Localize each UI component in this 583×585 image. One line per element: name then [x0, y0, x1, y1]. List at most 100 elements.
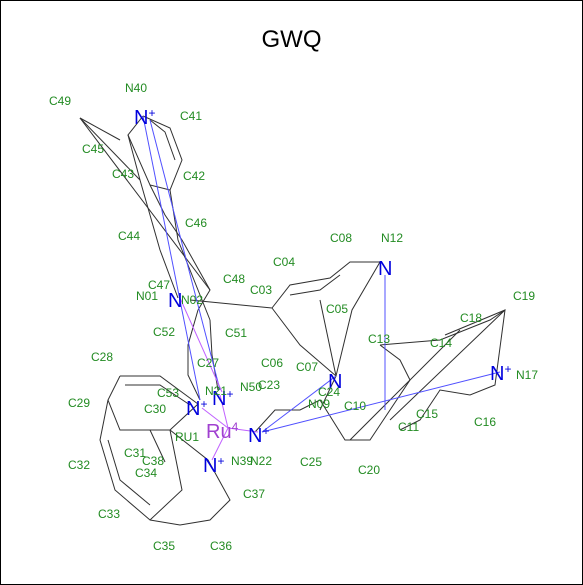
coordination-bonds — [142, 115, 501, 461]
nitrogen-n12: N — [378, 258, 392, 280]
diagram-title: GWQ — [261, 26, 322, 53]
atom-label-c08: C08 — [330, 231, 352, 245]
atom-label-c47: C47 — [148, 278, 170, 292]
coord-ru-n30 — [201, 407, 229, 429]
coord-n40-n50 — [149, 119, 221, 391]
atom-label-c28: C28 — [91, 350, 113, 364]
coord-n09-n22 — [261, 375, 337, 433]
bonds — [79, 115, 506, 526]
bond-c31-c38 — [149, 429, 166, 463]
atom-label-c27: C27 — [197, 356, 219, 370]
bond-c49-c48 — [79, 117, 211, 291]
atom-label-c33: C33 — [98, 507, 120, 521]
atom-label-n02: N02 — [181, 293, 203, 307]
bond-c14-c10 — [349, 329, 461, 441]
coord-n01-n50 — [179, 297, 223, 393]
atom-label-c48: C48 — [223, 272, 245, 286]
bond-chain-mid — [149, 184, 211, 311]
atom-label-c41: C41 — [180, 109, 202, 123]
atom-label-c45: C45 — [82, 142, 104, 156]
atom-label-c25: C25 — [300, 455, 322, 469]
atom-label-c30: C30 — [144, 402, 166, 416]
bond-c25-c07 — [319, 375, 337, 411]
atom-label-c34: C34 — [135, 466, 157, 480]
bond-ring-mid-inner — [289, 274, 341, 296]
atom-label-c04: C04 — [273, 255, 295, 269]
atom-label-c49: C49 — [49, 94, 71, 108]
atom-label-n22: N22 — [250, 454, 272, 468]
bond-phen-inner — [107, 439, 151, 506]
coord-n17-n22 — [261, 371, 501, 433]
atom-label-c13: C13 — [368, 332, 390, 346]
atom-label-c16: C16 — [474, 415, 496, 429]
metal-label: Ru4 — [206, 420, 239, 443]
bond-chain-left — [127, 134, 179, 299]
atom-label-n50: N50 — [240, 380, 262, 394]
atom-label-c14: C14 — [430, 336, 452, 350]
bond-c24-c23 — [254, 399, 321, 433]
atom-label-c19: C19 — [513, 289, 535, 303]
atom-label-c06: C06 — [261, 356, 283, 370]
atom-label-c07: C07 — [296, 360, 318, 374]
atom-label-c51: C51 — [225, 326, 247, 340]
atom-label-c29: C29 — [68, 396, 90, 410]
bond-c19-c13 — [389, 309, 506, 421]
atom-label-c10: C10 — [344, 399, 366, 413]
nitrogen-n50: N+ — [212, 387, 233, 410]
bond-c05-c07 — [319, 299, 337, 377]
coord-ru-n39 — [211, 427, 229, 461]
atom-label-c35: C35 — [153, 539, 175, 553]
nitrogen-n17: N+ — [490, 362, 511, 385]
bond-phen-ring2 — [99, 399, 183, 521]
atom-label-n01: N01 — [136, 289, 158, 303]
atom-label-c03: C03 — [250, 283, 272, 297]
bond-c49-c45 — [79, 117, 121, 141]
atom-label-n40: N40 — [125, 81, 147, 95]
atom-label-c24: C24 — [318, 385, 340, 399]
atom-label-c23: C23 — [258, 378, 280, 392]
nitrogen-n39: N+ — [203, 454, 224, 477]
bond-ring-mid — [271, 261, 381, 377]
atom-label-n17: N17 — [516, 368, 538, 382]
bond-chain-right — [169, 189, 211, 321]
atom-label-c15: C15 — [416, 407, 438, 421]
atom-label-ru1: RU1 — [175, 430, 199, 444]
nitrogen-n40: N+ — [134, 106, 155, 129]
coord-ru-n22 — [227, 427, 259, 433]
nitrogen-n09: N — [328, 371, 342, 393]
nitrogen-labels: N+NNN+NN+N+N+N+ — [134, 106, 511, 477]
atom-label-c52: C52 — [153, 325, 175, 339]
atom-label-c18: C18 — [460, 311, 482, 325]
atom-label-c38: C38 — [142, 454, 164, 468]
atom-label-c20: C20 — [358, 463, 380, 477]
atom-label-c43: C43 — [112, 167, 134, 181]
bond-c49-c43 — [79, 117, 141, 181]
atom-label-c11: C11 — [398, 420, 419, 434]
bond-left-arm — [187, 309, 201, 401]
atom-label-c05: C05 — [326, 302, 348, 316]
atom-label-c46: C46 — [185, 216, 207, 230]
atom-label-n39: N39 — [231, 454, 253, 468]
atom-label-c32: C32 — [68, 458, 90, 472]
atom-label-c44: C44 — [118, 229, 140, 243]
bond-phen-ring1-inner — [125, 384, 191, 406]
atom-label-c42: C42 — [183, 169, 205, 183]
atom-label-n12: N12 — [381, 231, 403, 245]
atom-label-c31: C31 — [124, 446, 146, 460]
nitrogen-n22: N+ — [248, 424, 269, 447]
bond-c19-c14 — [444, 309, 506, 336]
coord-ru-n50 — [219, 394, 229, 429]
atom-label-n21: N21 — [205, 384, 227, 398]
nitrogen-n30: N+ — [186, 397, 207, 420]
bond-phen-ring3 — [149, 429, 231, 526]
bond-ring-right — [319, 344, 411, 441]
atom-label-c53: C53 — [157, 386, 179, 400]
bond-n01-c03 — [189, 299, 273, 309]
atom-label-n09: N09 — [308, 397, 330, 411]
atom-label-c37: C37 — [243, 487, 265, 501]
coord-n40-n30 — [142, 115, 201, 401]
atom-label-c36: C36 — [210, 539, 232, 553]
